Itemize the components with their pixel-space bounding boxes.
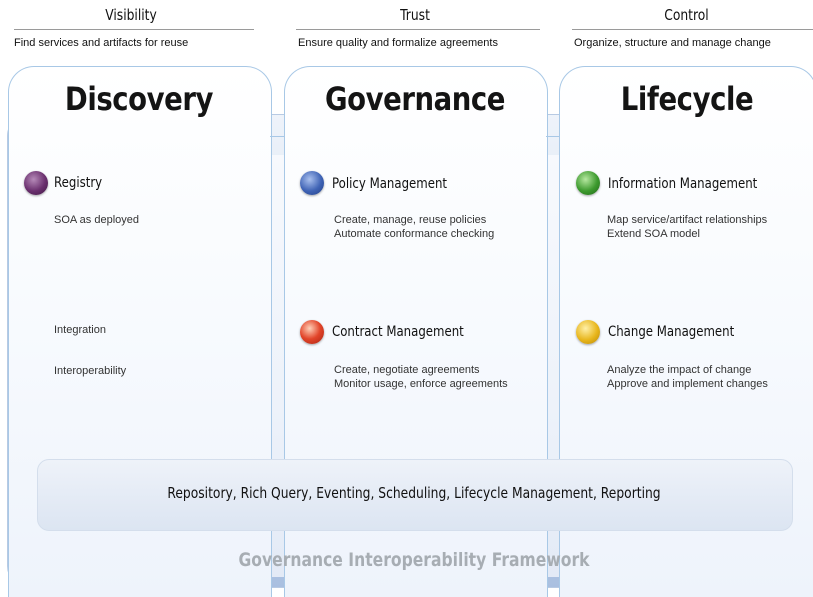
- header-title: Trust: [400, 6, 430, 24]
- item-text-change-2: Approve and implement changes: [607, 378, 768, 390]
- header-divider: [572, 29, 813, 30]
- policy-ball-icon: [300, 171, 324, 195]
- item-text-contract-2: Monitor usage, enforce agreements: [334, 378, 508, 390]
- header-title: Visibility: [105, 6, 157, 24]
- item-title-policy: Policy Management: [332, 176, 448, 192]
- item-text-registry: SOA as deployed: [54, 214, 140, 226]
- header-subtitle: Ensure quality and formalize agreements: [298, 37, 498, 49]
- item-title-change: Change Management: [608, 324, 735, 340]
- registry-ball-icon: [24, 171, 48, 195]
- header-title: Control: [664, 6, 709, 24]
- item-text-policy-1: Create, manage, reuse policies: [334, 214, 487, 226]
- item-title-contract: Contract Management: [332, 324, 464, 340]
- header-visibility: Visibility Find services and artifacts f…: [0, 0, 262, 60]
- column-connector: [270, 136, 284, 137]
- discovery-extra-interoperability: Interoperability: [54, 365, 127, 377]
- item-title-registry: Registry: [54, 175, 103, 191]
- header-subtitle: Find services and artifacts for reuse: [14, 37, 189, 49]
- item-text-information-1: Map service/artifact relationships: [607, 214, 768, 226]
- header-divider: [14, 29, 254, 30]
- column-title-lifecycle: Lifecycle: [620, 80, 754, 118]
- header-subtitle: Organize, structure and manage change: [574, 37, 771, 49]
- column-title-governance: Governance: [324, 80, 506, 118]
- header-divider: [296, 29, 540, 30]
- information-ball-icon: [576, 171, 600, 195]
- item-text-information-2: Extend SOA model: [607, 228, 700, 240]
- column-title-discovery: Discovery: [64, 80, 214, 118]
- item-text-change-1: Analyze the impact of change: [607, 364, 752, 376]
- header-control: Control Organize, structure and manage c…: [560, 0, 813, 60]
- item-text-policy-2: Automate conformance checking: [334, 228, 495, 240]
- header-trust: Trust Ensure quality and formalize agree…: [284, 0, 546, 60]
- platform-services-label: Repository, Rich Query, Eventing, Schedu…: [167, 484, 661, 502]
- change-ball-icon: [576, 320, 600, 344]
- platform-services-bar: [37, 459, 793, 531]
- framework-title: Governance Interoperability Framework: [238, 549, 590, 571]
- column-connector: [546, 136, 560, 137]
- item-text-contract-1: Create, negotiate agreements: [334, 364, 480, 376]
- item-title-information: Information Management: [608, 176, 758, 192]
- contract-ball-icon: [300, 320, 324, 344]
- discovery-extra-integration: Integration: [54, 324, 106, 336]
